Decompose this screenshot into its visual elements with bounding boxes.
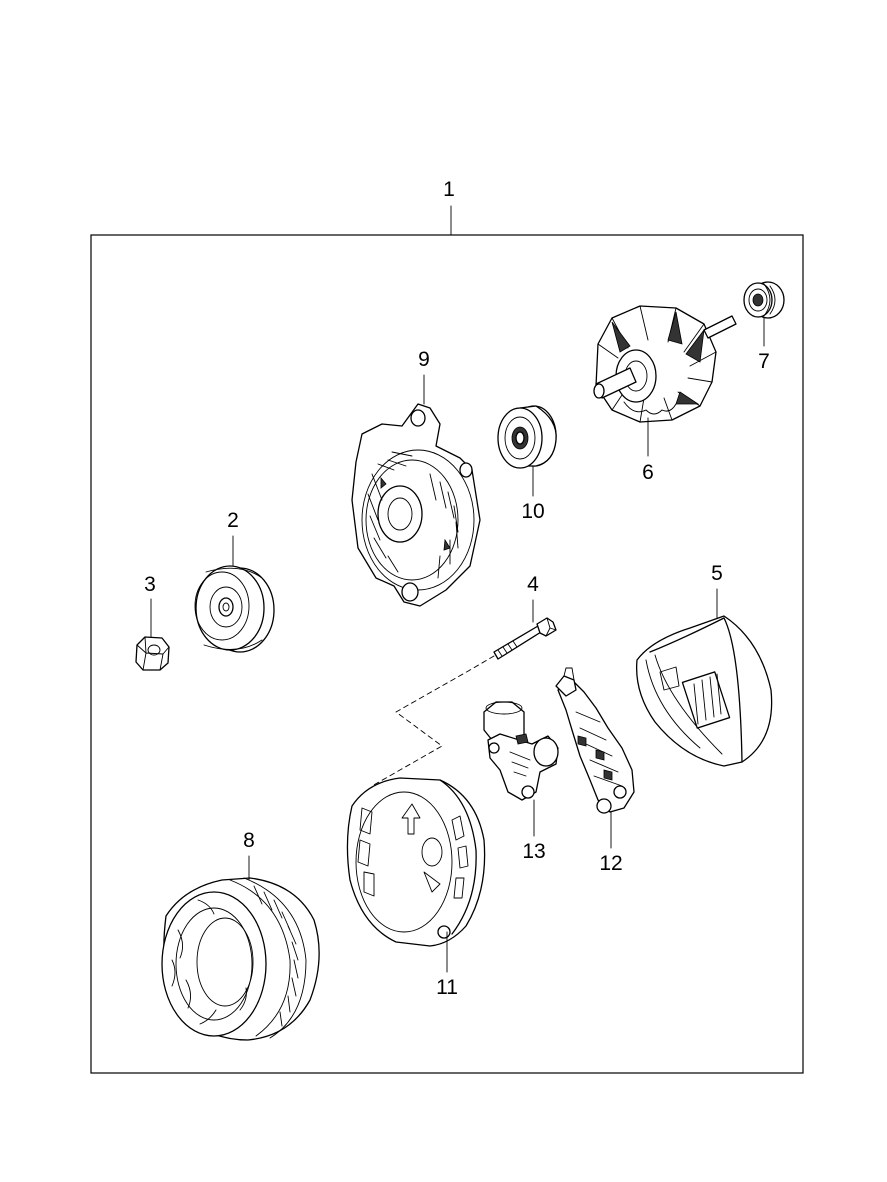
- part-rear-bracket[interactable]: [346, 777, 486, 947]
- part-regulator[interactable]: [483, 701, 559, 801]
- callout-1[interactable]: 1: [443, 178, 455, 236]
- assembly-frame: [90, 234, 804, 1074]
- callout-7[interactable]: 7: [758, 317, 770, 373]
- svg-text:4: 4: [527, 573, 539, 596]
- svg-text:10: 10: [521, 500, 544, 523]
- callout-2[interactable]: 2: [227, 509, 239, 567]
- svg-text:1: 1: [443, 178, 455, 201]
- svg-text:6: 6: [642, 461, 654, 484]
- svg-text:9: 9: [418, 348, 430, 371]
- part-rectifier[interactable]: [555, 667, 635, 814]
- part-front-bearing[interactable]: [497, 405, 557, 469]
- callout-3[interactable]: 3: [144, 573, 156, 638]
- svg-text:12: 12: [599, 852, 622, 875]
- svg-text:8: 8: [243, 829, 255, 852]
- part-through-bolt[interactable]: [371, 617, 557, 787]
- svg-text:13: 13: [522, 840, 545, 863]
- callout-12[interactable]: 12: [599, 811, 623, 875]
- callout-8[interactable]: 8: [243, 829, 255, 881]
- svg-text:5: 5: [711, 562, 723, 585]
- svg-text:11: 11: [436, 976, 458, 999]
- svg-text:3: 3: [144, 573, 156, 596]
- part-rotor[interactable]: [593, 305, 737, 423]
- callout-6[interactable]: 6: [642, 417, 654, 484]
- callout-4[interactable]: 4: [527, 573, 539, 623]
- callout-13[interactable]: 13: [522, 799, 546, 863]
- part-nut[interactable]: [135, 636, 170, 671]
- part-small-bearing[interactable]: [743, 281, 785, 319]
- callout-10[interactable]: 10: [521, 465, 545, 523]
- svg-text:7: 7: [758, 350, 770, 373]
- part-pulley[interactable]: [194, 565, 275, 653]
- part-rear-cover[interactable]: [635, 615, 773, 767]
- callout-5[interactable]: 5: [711, 562, 723, 619]
- svg-text:2: 2: [227, 509, 239, 532]
- callout-11[interactable]: 11: [436, 931, 458, 999]
- part-stator[interactable]: [161, 877, 320, 1041]
- callout-9[interactable]: 9: [418, 348, 430, 405]
- part-front-bracket[interactable]: [351, 403, 481, 607]
